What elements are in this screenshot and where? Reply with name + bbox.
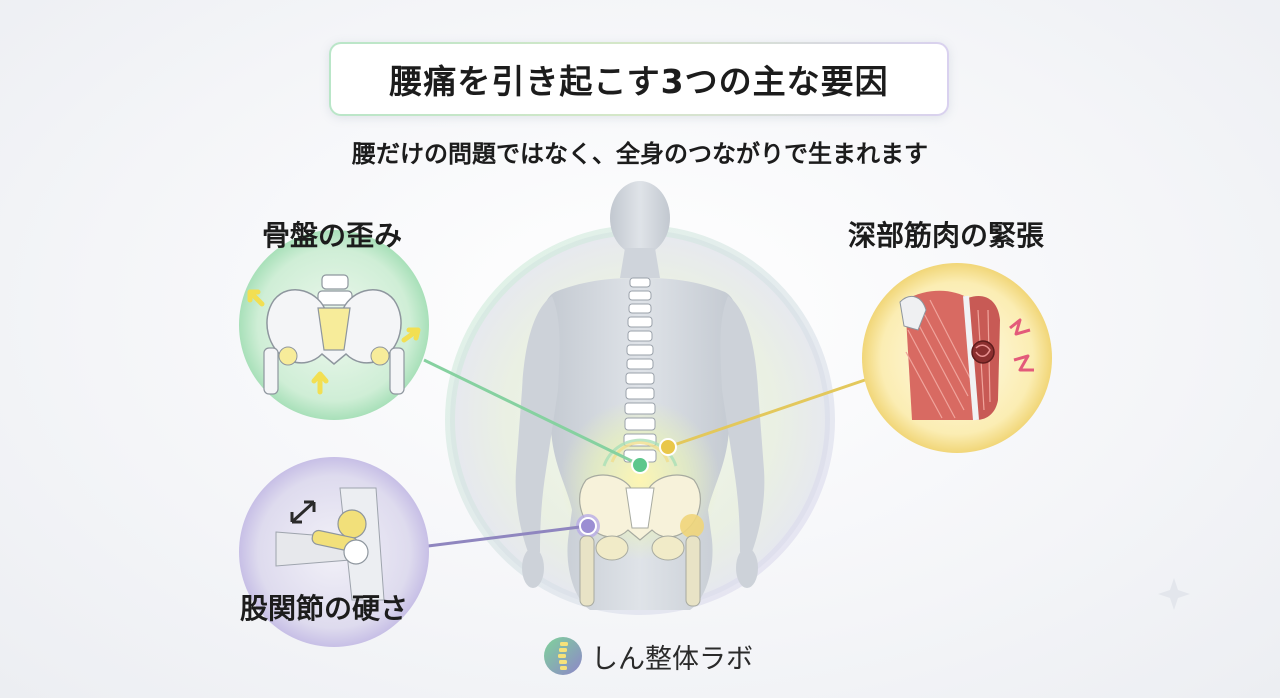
connector-dot-yellow (659, 438, 677, 456)
brand-name: しん整体ラボ (591, 643, 753, 675)
sparkle-icon (1158, 578, 1190, 610)
spine-logo-icon (544, 637, 582, 675)
factor-label-muscle: 深部筋肉の緊張 (848, 219, 1045, 252)
title-box: 腰痛を引き起こす3つの主な要因 (329, 42, 949, 116)
spine (623, 277, 657, 463)
figure-pelvis (576, 474, 704, 607)
connector-lines (423, 358, 866, 548)
brand-logo: しん整体ラボ (543, 636, 753, 676)
connector-dot-purple (579, 517, 597, 535)
subtitle: 腰だけの問題ではなく、全身のつながりで生まれます (352, 140, 928, 168)
pelvis-icon (239, 230, 429, 420)
connector-dot-green (631, 456, 649, 474)
muscle-icon (862, 263, 1052, 453)
hip-joint-icon (239, 457, 429, 647)
factor-label-hip: 股関節の硬さ (240, 592, 409, 625)
factor-label-pelvis: 骨盤の歪み (262, 219, 403, 252)
page-title: 腰痛を引き起こす3つの主な要因 (389, 62, 889, 101)
